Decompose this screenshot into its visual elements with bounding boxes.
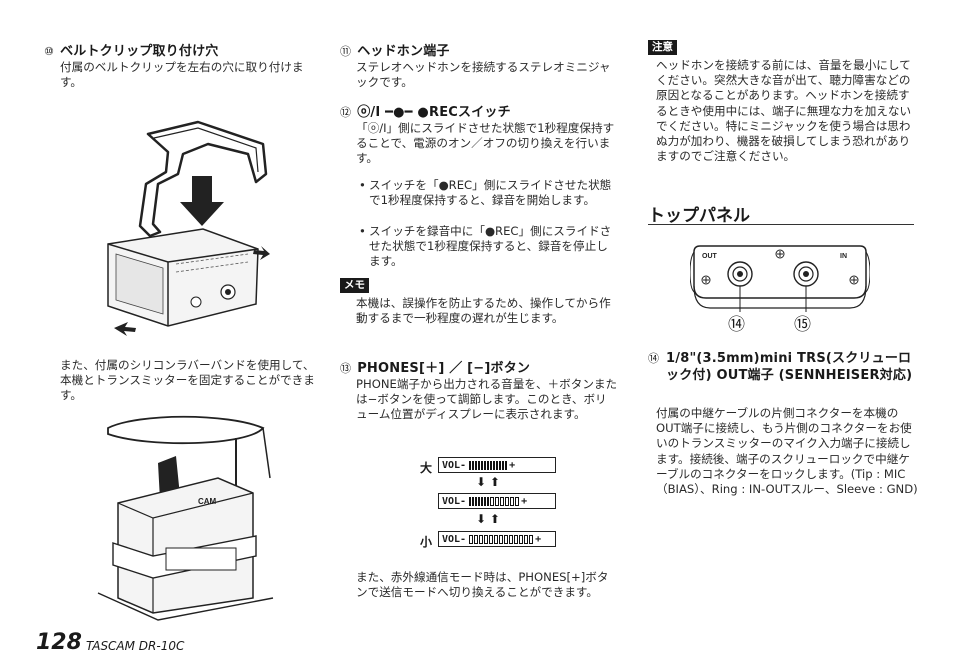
heading-belt-clip-holes: ⑩ ベルトクリップ取り付け穴 bbox=[44, 40, 218, 59]
volume-segment bbox=[490, 460, 493, 470]
svg-text:CAM: CAM bbox=[198, 497, 217, 506]
volume-segment bbox=[493, 460, 496, 470]
rubber-band-description: また、付属のシリコンラバーバンドを使用して、本機とトランスミッターを固定すること… bbox=[60, 358, 315, 403]
volume-segment bbox=[472, 496, 475, 506]
vol-label: VOL- bbox=[442, 495, 467, 507]
volume-segment bbox=[499, 460, 502, 470]
out-label: OUT bbox=[702, 253, 718, 260]
volume-segment bbox=[469, 460, 472, 470]
volume-segment bbox=[487, 460, 490, 470]
heading-text: ベルトクリップ取り付け穴 bbox=[60, 44, 219, 59]
volume-segment bbox=[487, 496, 490, 506]
volume-segment bbox=[469, 534, 474, 544]
volume-segment bbox=[475, 460, 478, 470]
volume-segment bbox=[496, 460, 499, 470]
volume-segment bbox=[505, 496, 510, 506]
volume-segment bbox=[519, 534, 524, 544]
item-number: ⑫ bbox=[340, 106, 352, 119]
out-jack-description: 付属の中継ケーブルの片側コネクターを本機のOUT端子に接続し、もう片側のコネクタ… bbox=[656, 406, 918, 497]
volume-segment bbox=[529, 534, 534, 544]
section-rule bbox=[648, 224, 914, 225]
vol-label: VOL- bbox=[442, 533, 467, 545]
belt-clip-illustration bbox=[107, 120, 270, 336]
volume-segment bbox=[484, 460, 487, 470]
volume-display-min: VOL- + bbox=[438, 531, 556, 547]
volume-segment bbox=[481, 496, 484, 506]
volume-segment bbox=[504, 534, 509, 544]
heading-text: ヘッドホン端子 bbox=[357, 44, 450, 59]
volume-segment bbox=[490, 496, 495, 506]
callout-14: ⑭ bbox=[728, 315, 745, 335]
vol-bars-mid bbox=[469, 496, 520, 506]
memo-tag: メモ bbox=[340, 278, 369, 293]
memo-text: 本機は、誤操作を防止するため、操作してから作動するまで一秒程度の遅れが生じます。 bbox=[356, 296, 611, 326]
power-switch-description: 「ⓞ/I」側にスライドさせた状態で1秒程度保持することで、電源のオン／オフの切り… bbox=[356, 121, 615, 166]
volume-segment bbox=[481, 460, 484, 470]
top-panel-illustration: OUT IN bbox=[690, 245, 870, 312]
volume-arrows-1: ⬇ ⬆ bbox=[476, 475, 500, 489]
callout-15: ⑮ bbox=[794, 315, 811, 335]
vol-label: VOL- bbox=[442, 459, 467, 471]
headphone-jack-description: ステレオヘッドホンを接続するステレオミニジャックです。 bbox=[356, 60, 611, 90]
rec-start-bullet: スイッチを「●REC」側にスライドさせた状態で1秒程度保持すると、録音を開始しま… bbox=[359, 178, 618, 208]
volume-arrows-2: ⬇ ⬆ bbox=[476, 512, 500, 526]
volume-display-max: VOL- + bbox=[438, 457, 556, 473]
volume-max-label: 大 bbox=[420, 461, 433, 475]
volume-segment bbox=[494, 534, 499, 544]
phones-buttons-description: PHONE端子から出力される音量を、＋ボタンまたは−ボタンを使って調節します。こ… bbox=[356, 377, 618, 422]
heading-headphone-jack: ⑪ ヘッドホン端子 bbox=[340, 40, 450, 59]
item-number: ⑭ bbox=[648, 352, 660, 365]
vol-bars-min bbox=[469, 534, 534, 544]
volume-segment bbox=[515, 496, 520, 506]
volume-segment bbox=[469, 496, 472, 506]
belt-clip-description: 付属のベルトクリップを左右の穴に取り付けます。 bbox=[60, 60, 304, 90]
vol-bars-max bbox=[469, 460, 508, 470]
volume-segment bbox=[484, 496, 487, 506]
infrared-mode-description: また、赤外線通信モード時は、PHONES[+]ボタンで送信モードへ切り換えること… bbox=[356, 570, 609, 600]
volume-segment bbox=[479, 534, 484, 544]
heading-power-rec-switch: ⑫ ⓞ/I ━●━ ●RECスイッチ bbox=[340, 101, 511, 120]
brand-model: TASCAM DR-10C bbox=[86, 639, 185, 653]
item-number: ⑩ bbox=[44, 45, 55, 58]
volume-segment bbox=[500, 496, 505, 506]
volume-segment bbox=[474, 534, 479, 544]
volume-segment bbox=[510, 496, 515, 506]
rec-stop-bullet: スイッチを録音中に「●REC」側にスライドさせた状態で1秒程度保持すると、録音を… bbox=[359, 224, 618, 270]
volume-segment bbox=[499, 534, 504, 544]
volume-segment bbox=[495, 496, 500, 506]
volume-segment bbox=[484, 534, 489, 544]
volume-segment bbox=[505, 460, 508, 470]
heading-text: PHONES[＋] ／ [−]ボタン bbox=[357, 361, 531, 376]
volume-segment bbox=[524, 534, 529, 544]
item-number: ⑬ bbox=[340, 362, 352, 375]
volume-display-mid: VOL- + bbox=[438, 493, 556, 509]
volume-segment bbox=[475, 496, 478, 506]
page-number: 128 bbox=[36, 630, 82, 655]
heading-out-jack: ⑭ 1/8"(3.5mm)mini TRS(スクリューロック付) OUT端子 (… bbox=[648, 350, 918, 384]
volume-segment bbox=[502, 460, 505, 470]
volume-segment bbox=[478, 460, 481, 470]
heading-text: 1/8"(3.5mm)mini TRS(スクリューロック付) OUT端子 (SE… bbox=[666, 351, 913, 383]
caution-tag: 注意 bbox=[648, 40, 677, 55]
volume-display-diagram: 大 VOL- + ⬇ ⬆ VOL- + ⬇ ⬆ 小 VOL- + bbox=[420, 457, 580, 567]
volume-segment bbox=[509, 534, 514, 544]
section-top-panel: トップパネル bbox=[648, 206, 750, 226]
rubber-band-illustration: CAM bbox=[97, 415, 274, 621]
volume-segment bbox=[514, 534, 519, 544]
volume-segment bbox=[489, 534, 494, 544]
in-label: IN bbox=[840, 253, 847, 260]
item-number: ⑪ bbox=[340, 45, 352, 58]
caution-text: ヘッドホンを接続する前には、音量を最小にしてください。突然大きな音が出て、聴力障… bbox=[656, 58, 912, 164]
volume-segment bbox=[478, 496, 481, 506]
volume-min-label: 小 bbox=[420, 535, 433, 549]
heading-text: ⓞ/I ━●━ ●RECスイッチ bbox=[357, 105, 511, 120]
heading-phones-buttons: ⑬ PHONES[＋] ／ [−]ボタン bbox=[340, 357, 530, 376]
volume-segment bbox=[472, 460, 475, 470]
